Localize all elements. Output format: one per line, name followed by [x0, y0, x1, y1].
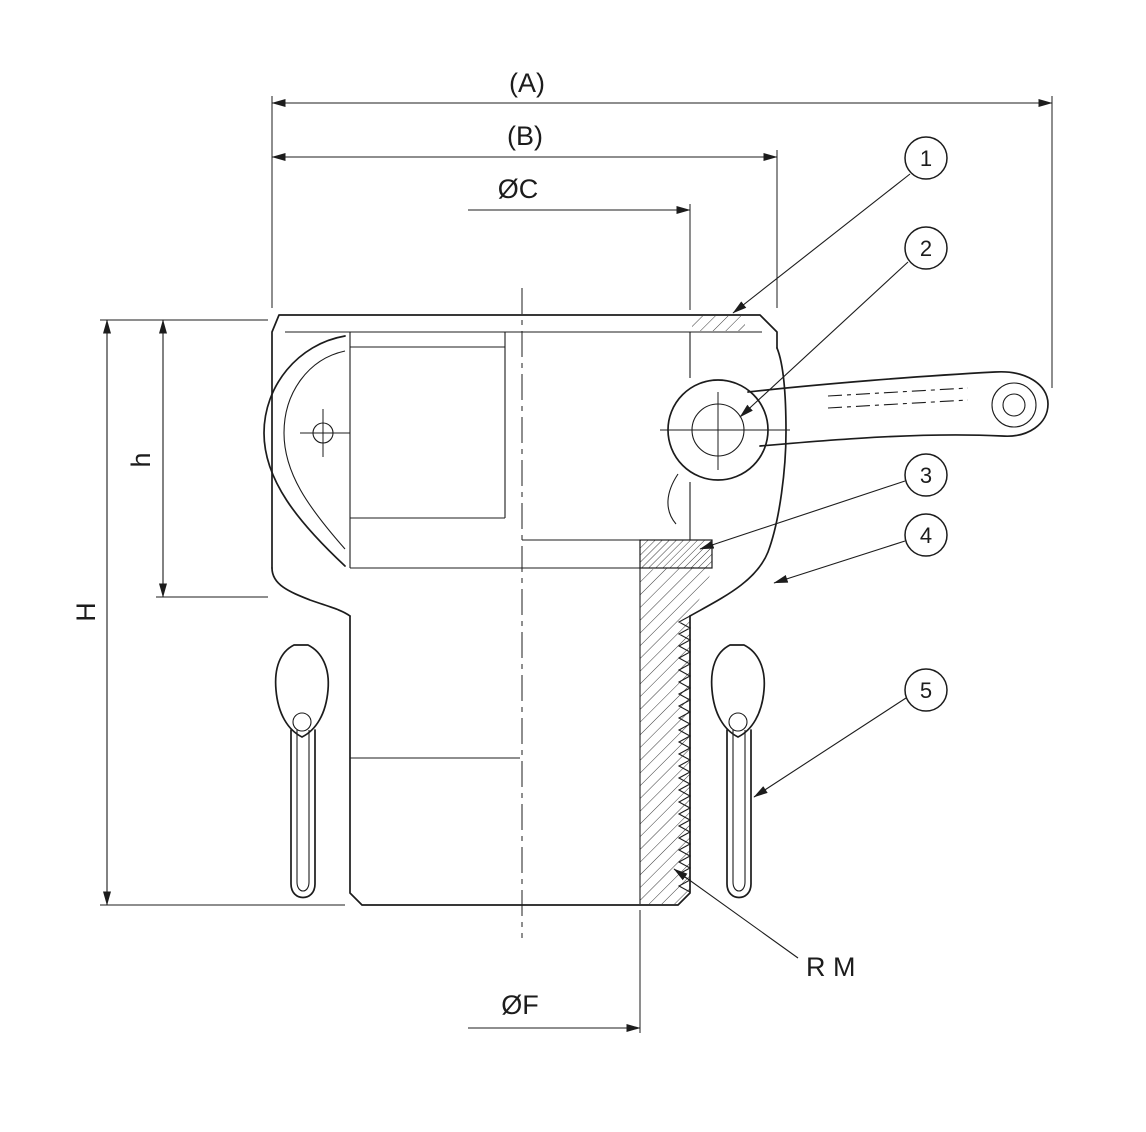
thread-callout: R M [673, 868, 856, 982]
handle-hidden-line-2 [827, 399, 969, 409]
balloon-5: 5 [753, 668, 948, 798]
dim-label-B: (B) [507, 121, 543, 151]
balloon-4-circle [904, 513, 948, 557]
section-hatching [639, 316, 745, 904]
thread-profile-zigzag [677, 615, 692, 893]
body-outer-top [271, 314, 778, 569]
cam-arm-inner-arc [283, 350, 346, 550]
cam-tail-curve [667, 473, 679, 525]
dimension-B: (B) [271, 121, 778, 308]
lever-handle-outline [747, 371, 1049, 447]
ring-wire-outer-left [290, 729, 316, 899]
body-threaded-nipple [349, 615, 691, 906]
thread-label: R M [806, 952, 856, 982]
coupler-body [271, 314, 787, 906]
dim-label-A: (A) [509, 68, 545, 98]
hatch-threaded-wall [640, 566, 714, 904]
balloon-3-circle [904, 453, 948, 497]
ring-lug-left [274, 644, 330, 738]
ring-wire-inner-left [296, 730, 310, 892]
balloon-2: 2 [739, 226, 948, 418]
balloon-2-circle [904, 226, 948, 270]
right-cam-and-handle [660, 371, 1049, 525]
balloon-1-circle [904, 136, 948, 180]
ring-lug-hole-left [292, 712, 312, 732]
balloon-1: 1 [732, 136, 948, 314]
ring-wire-outer-right [726, 729, 752, 899]
balloon-2-number: 2 [920, 236, 932, 261]
left-cam-arm [263, 335, 350, 567]
dimension-H: H [71, 319, 345, 906]
dim-label-h: h [126, 452, 156, 467]
dim-label-F: ØF [501, 990, 539, 1020]
thread-leader-line [673, 868, 799, 959]
dimension-F: ØF [468, 910, 641, 1033]
dimension-A: (A) [271, 68, 1053, 388]
balloon-5-circle [904, 668, 948, 712]
balloon-4: 4 [773, 513, 948, 584]
balloon-5-leader [753, 697, 907, 798]
dimension-h: h [126, 319, 268, 598]
balloon-1-leader [732, 173, 911, 314]
cam-arm-outer-arc [263, 335, 346, 567]
handle-end-hole [1002, 393, 1026, 417]
balloon-3: 3 [699, 453, 948, 550]
balloon-3-leader [699, 480, 906, 550]
balloon-4-leader [773, 540, 906, 584]
body-left-neck [271, 567, 351, 617]
handle-end-boss [991, 382, 1037, 428]
dim-label-H: H [71, 602, 101, 622]
safety-ring-left [274, 644, 330, 899]
dim-label-C: ØC [498, 174, 539, 204]
hatch-rim-right [692, 316, 745, 331]
dimension-C: ØC [468, 174, 691, 310]
ring-lug-right [710, 644, 766, 738]
balloon-3-number: 3 [920, 463, 932, 488]
ring-lug-hole-right [728, 712, 748, 732]
balloon-4-number: 4 [920, 523, 932, 548]
balloon-5-number: 5 [920, 678, 932, 703]
handle-hidden-line-1 [827, 387, 969, 397]
hatch-gasket [639, 539, 713, 569]
safety-ring-right [710, 644, 766, 899]
balloon-1-number: 1 [920, 146, 932, 171]
balloon-2-leader [739, 261, 909, 418]
ring-wire-inner-right [732, 730, 746, 892]
